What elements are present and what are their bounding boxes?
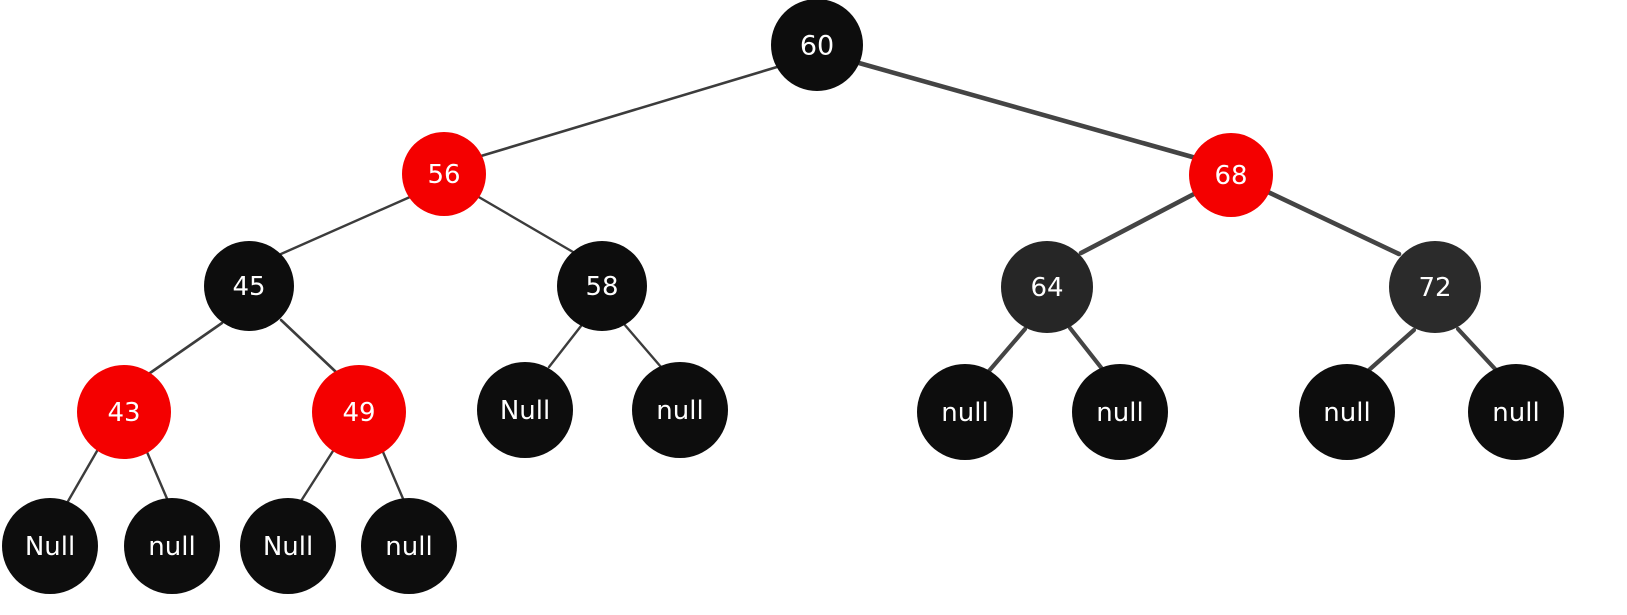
- node-label-n64: 64: [1030, 273, 1063, 303]
- tree-node-60-n60[interactable]: 60: [771, 0, 863, 91]
- node-circle-l43a[interactable]: [2, 498, 98, 594]
- tree-node-null-l49a[interactable]: Null: [240, 498, 336, 594]
- node-label-n58: 58: [585, 272, 618, 302]
- tree-edge-n43-l43b: [145, 450, 170, 503]
- node-circle-l64b[interactable]: [1072, 364, 1168, 460]
- node-circle-n72[interactable]: [1389, 241, 1481, 333]
- node-label-l49a: Null: [263, 532, 313, 562]
- node-circle-n49[interactable]: [312, 365, 406, 459]
- tree-edge-n72-l72b: [1455, 326, 1499, 373]
- tree-node-null-l43a[interactable]: Null: [2, 498, 98, 594]
- tree-edge-n68-n64: [1078, 191, 1197, 256]
- tree-node-45-n45[interactable]: 45: [204, 241, 294, 331]
- node-circle-n68[interactable]: [1189, 133, 1273, 217]
- tree-node-49-n49[interactable]: 49: [312, 365, 406, 459]
- node-label-l43a: Null: [25, 532, 75, 562]
- node-circle-n43[interactable]: [77, 365, 171, 459]
- node-circle-n45[interactable]: [204, 241, 294, 331]
- tree-node-58-n58[interactable]: 58: [557, 241, 647, 331]
- node-label-l58a: Null: [500, 396, 550, 426]
- node-circle-l43b[interactable]: [124, 498, 220, 594]
- node-circle-l49b[interactable]: [361, 498, 457, 594]
- node-label-l58b: null: [656, 396, 703, 426]
- tree-node-null-l64b[interactable]: null: [1072, 364, 1168, 460]
- tree-node-null-l43b[interactable]: null: [124, 498, 220, 594]
- tree-node-56-n56[interactable]: 56: [402, 132, 486, 216]
- tree-edge-n58-l58b: [622, 322, 663, 369]
- tree-node-null-l58a[interactable]: Null: [477, 362, 573, 458]
- node-label-l64a: null: [941, 398, 988, 428]
- tree-edge-n56-n58: [475, 194, 575, 254]
- node-label-l72a: null: [1323, 398, 1370, 428]
- node-label-n43: 43: [107, 398, 140, 428]
- node-circle-l58b[interactable]: [632, 362, 728, 458]
- node-circle-l49a[interactable]: [240, 498, 336, 594]
- node-circle-n64[interactable]: [1001, 241, 1093, 333]
- tree-edge-n60-n68: [856, 60, 1199, 161]
- tree-node-null-l58b[interactable]: null: [632, 362, 728, 458]
- tree-edge-n45-n49: [279, 318, 338, 374]
- tree-edge-n58-l58a: [547, 324, 583, 369]
- tree-edge-n49-l49b: [381, 450, 406, 503]
- tree-node-64-n64[interactable]: 64: [1001, 241, 1093, 333]
- node-circle-n56[interactable]: [402, 132, 486, 216]
- node-label-n68: 68: [1214, 161, 1247, 191]
- node-label-n60: 60: [800, 31, 834, 62]
- node-label-n56: 56: [427, 160, 460, 190]
- node-label-n72: 72: [1418, 273, 1451, 303]
- tree-edge-n64-l64b: [1067, 325, 1106, 373]
- tree-node-null-l72b[interactable]: null: [1468, 364, 1564, 460]
- node-circle-l64a[interactable]: [917, 364, 1013, 460]
- node-circle-l72a[interactable]: [1299, 364, 1395, 460]
- tree-edge-n68-n72: [1265, 189, 1402, 257]
- node-circle-n60[interactable]: [771, 0, 863, 91]
- node-label-l49b: null: [385, 532, 432, 562]
- tree-node-72-n72[interactable]: 72: [1389, 241, 1481, 333]
- tree-edge-n64-l64a: [986, 326, 1028, 374]
- tree-node-68-n68[interactable]: 68: [1189, 133, 1273, 217]
- tree-edge-n60-n56: [479, 65, 779, 158]
- node-circle-l58a[interactable]: [477, 362, 573, 458]
- tree-edge-n49-l49a: [299, 449, 335, 503]
- tree-node-null-l64a[interactable]: null: [917, 364, 1013, 460]
- tree-node-null-l49b[interactable]: null: [361, 498, 457, 594]
- node-circle-l72b[interactable]: [1468, 364, 1564, 460]
- tree-edge-n45-n43: [148, 321, 224, 375]
- tree-edge-n43-l43a: [65, 449, 99, 505]
- node-circle-n58[interactable]: [557, 241, 647, 331]
- node-label-l64b: null: [1096, 398, 1143, 428]
- tree-edge-n56-n45: [279, 195, 412, 256]
- node-label-n49: 49: [342, 398, 375, 428]
- node-label-n45: 45: [232, 272, 265, 302]
- node-label-l43b: null: [148, 532, 195, 562]
- tree-edge-n72-l72a: [1366, 327, 1417, 373]
- tree-node-43-n43[interactable]: 43: [77, 365, 171, 459]
- node-label-l72b: null: [1492, 398, 1539, 428]
- edge-layer: [65, 60, 1499, 505]
- tree-node-null-l72a[interactable]: null: [1299, 364, 1395, 460]
